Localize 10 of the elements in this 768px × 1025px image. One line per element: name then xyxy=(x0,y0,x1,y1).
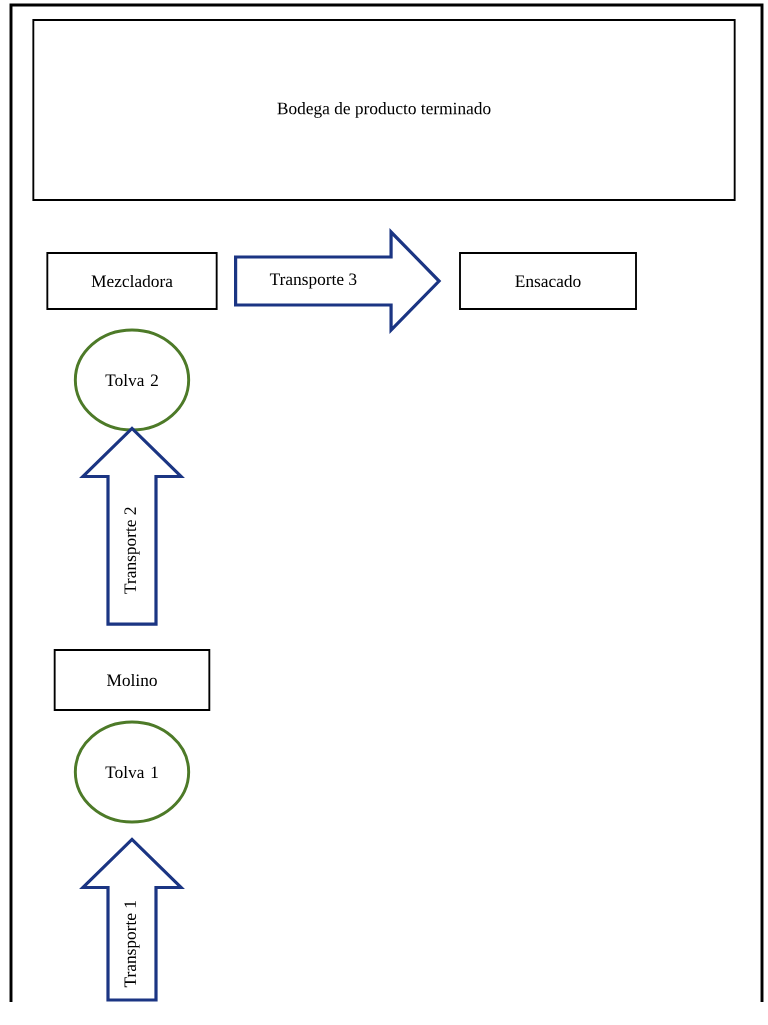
block-arrow xyxy=(79,837,185,1002)
block-arrow xyxy=(79,426,185,626)
process-box: Mezcladora xyxy=(46,252,218,310)
block-arrow xyxy=(234,228,442,334)
process-box: Ensacado xyxy=(459,252,637,310)
edge-label: Transporte 3 xyxy=(269,273,357,289)
process-box: Molino xyxy=(53,649,211,711)
process-box: Bodega de producto terminado xyxy=(32,19,736,201)
edge-label: Transporte 2 xyxy=(124,507,140,594)
edge-label: Transporte 1 xyxy=(124,901,140,988)
